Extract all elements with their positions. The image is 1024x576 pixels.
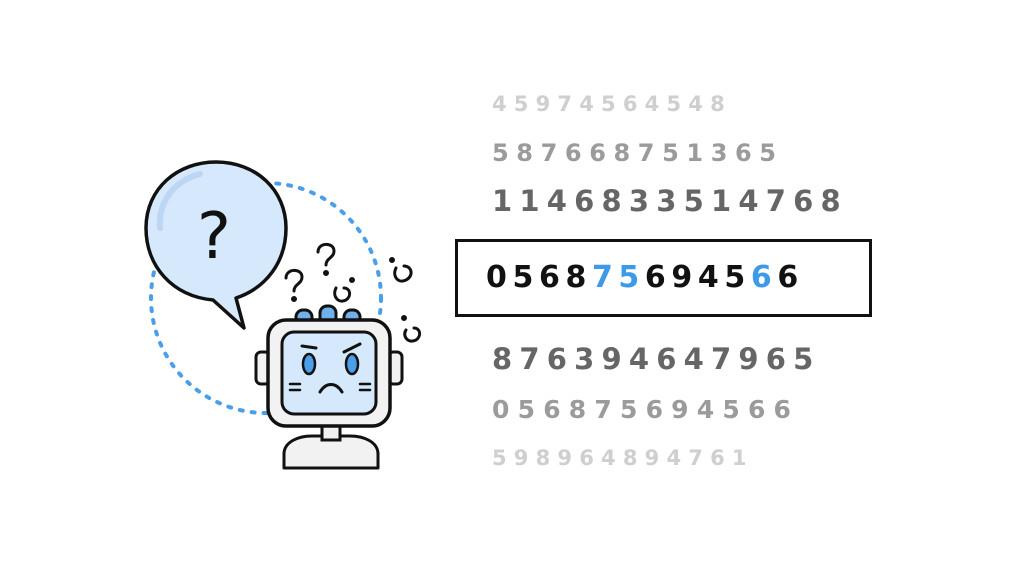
highlighted-digit: 6 bbox=[750, 260, 778, 295]
number-sequence-7: 598964894761 bbox=[492, 446, 754, 470]
highlighted-digit: 8 bbox=[565, 260, 592, 295]
highlighted-digit: 5 bbox=[618, 260, 645, 295]
highlighted-digit: 0 bbox=[486, 260, 513, 295]
highlighted-digit: 5 bbox=[724, 260, 751, 295]
highlighted-digit: 6 bbox=[644, 260, 672, 295]
number-sequence-2: 587668751365 bbox=[492, 139, 784, 167]
highlighted-digit: 5 bbox=[512, 260, 539, 295]
robot-icon bbox=[254, 304, 404, 470]
speech-bubble-icon: ? bbox=[144, 160, 288, 330]
bubble-question-mark: ? bbox=[197, 200, 231, 274]
number-sequence-6: 056875694566 bbox=[492, 395, 800, 424]
highlighted-digit: 6 bbox=[538, 260, 566, 295]
number-sequence-5: 876394647965 bbox=[492, 342, 821, 376]
confused-robot-illustration: ? bbox=[144, 160, 422, 470]
highlighted-digit: 4 bbox=[697, 260, 725, 295]
highlighted-digit: 9 bbox=[671, 260, 698, 295]
highlighted-digit: 6 bbox=[777, 260, 804, 295]
question-mark-icon bbox=[284, 242, 422, 343]
highlighted-digit: 7 bbox=[591, 260, 619, 295]
number-sequence-1: 45974564548 bbox=[492, 92, 732, 116]
number-sequence-3: 1146833514768 bbox=[492, 184, 848, 218]
